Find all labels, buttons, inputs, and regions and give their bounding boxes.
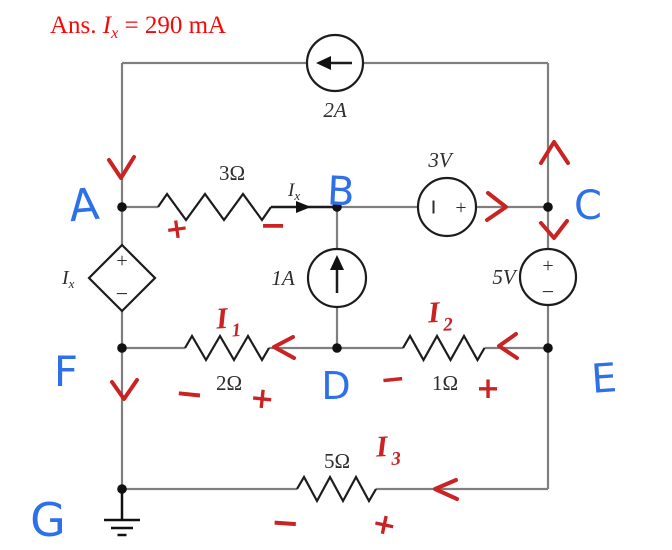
resistor-3ohm-label: 3Ω — [219, 161, 245, 185]
arrow-down-below-f-icon — [110, 378, 139, 401]
voltage-source-3v-label: 3V — [427, 148, 454, 172]
node-label-f: F — [54, 347, 78, 396]
resistor-1ohm-label: 1Ω — [432, 371, 458, 395]
dependent-source-plus-mark: + — [116, 250, 127, 272]
voltage-source-3v-plus-mark: + — [455, 197, 466, 219]
arrow-left-2ohm-icon — [272, 335, 296, 360]
resistor-5ohm-zigzag — [296, 474, 377, 504]
polarity-minus-3ohm: − — [260, 206, 287, 244]
polarity-minus-5ohm: − — [270, 502, 301, 544]
dependent-source-diamond — [87, 243, 157, 313]
node-label-g: G — [30, 493, 66, 547]
polarity-plus-5ohm: + — [369, 505, 400, 543]
voltage-source-5v-circle — [518, 247, 578, 307]
voltage-source-3v-circle — [416, 176, 478, 238]
polarity-minus-1ohm: − — [378, 361, 407, 398]
voltage-source-5v-minus-mark: − — [542, 279, 554, 304]
node-label-c: C — [574, 183, 602, 229]
dependent-source-minus-mark: − — [116, 281, 128, 306]
node-label-d: D — [321, 364, 350, 408]
node-dot-a — [117, 202, 127, 212]
resistors — [157, 192, 486, 504]
resistor-5ohm-label: 5Ω — [324, 449, 350, 473]
current-source-1a-label: 1A — [271, 266, 295, 290]
branch-ix-arrow — [271, 201, 337, 213]
node-dot-f — [117, 343, 127, 353]
resistor-3ohm-zigzag — [157, 192, 272, 222]
polarity-plus-1ohm: + — [476, 371, 500, 405]
node-label-b: B — [326, 168, 356, 215]
sources: + + − + − — [87, 33, 578, 313]
resistor-2ohm-label: 2Ω — [216, 371, 242, 395]
arrow-down-above-a-icon — [107, 155, 136, 180]
current-source-2a-arrow-icon — [316, 56, 331, 70]
voltage-source-5v-plus-mark: + — [542, 255, 553, 277]
node-label-a: A — [67, 179, 101, 232]
arrow-up-above-c-icon — [539, 140, 570, 165]
circuit-wires — [120, 61, 550, 491]
voltage-source-5v-label: 5V — [492, 265, 518, 289]
branch-ix-label: Ix — [287, 180, 300, 203]
node-dot-c — [543, 202, 553, 212]
answer-text: Ans. Ix = 290 mA — [50, 12, 226, 42]
resistor-1ohm-zigzag — [402, 333, 486, 363]
resistor-2ohm-zigzag — [184, 333, 270, 363]
current-source-2a-label: 2A — [323, 98, 347, 122]
blue-node-labels: A B C D E F G — [30, 168, 618, 547]
node-dot-d — [332, 343, 342, 353]
arrow-left-bottom-icon — [433, 478, 459, 501]
node-dot-b — [332, 202, 342, 212]
arrow-left-1ohm-icon — [497, 332, 519, 360]
ground-icon — [104, 489, 140, 537]
polarity-plus-2ohm: + — [248, 380, 276, 416]
arrow-down-below-c-icon — [539, 219, 569, 240]
dependent-source-label: Ix — [61, 267, 75, 291]
polarity-minus-2ohm: − — [173, 373, 206, 416]
node-dot-e — [543, 343, 553, 353]
schematic-labels: 2A 3Ω Ix 3V 1A Ix 5V 2Ω 1Ω 5Ω — [61, 98, 518, 473]
branch-ix-arrowhead-icon — [296, 201, 311, 213]
polarity-plus-3ohm: + — [163, 211, 191, 247]
node-label-e: E — [590, 355, 618, 403]
arrow-right-after-3v-icon — [485, 191, 508, 222]
current-source-1a-arrow-icon — [330, 255, 344, 270]
